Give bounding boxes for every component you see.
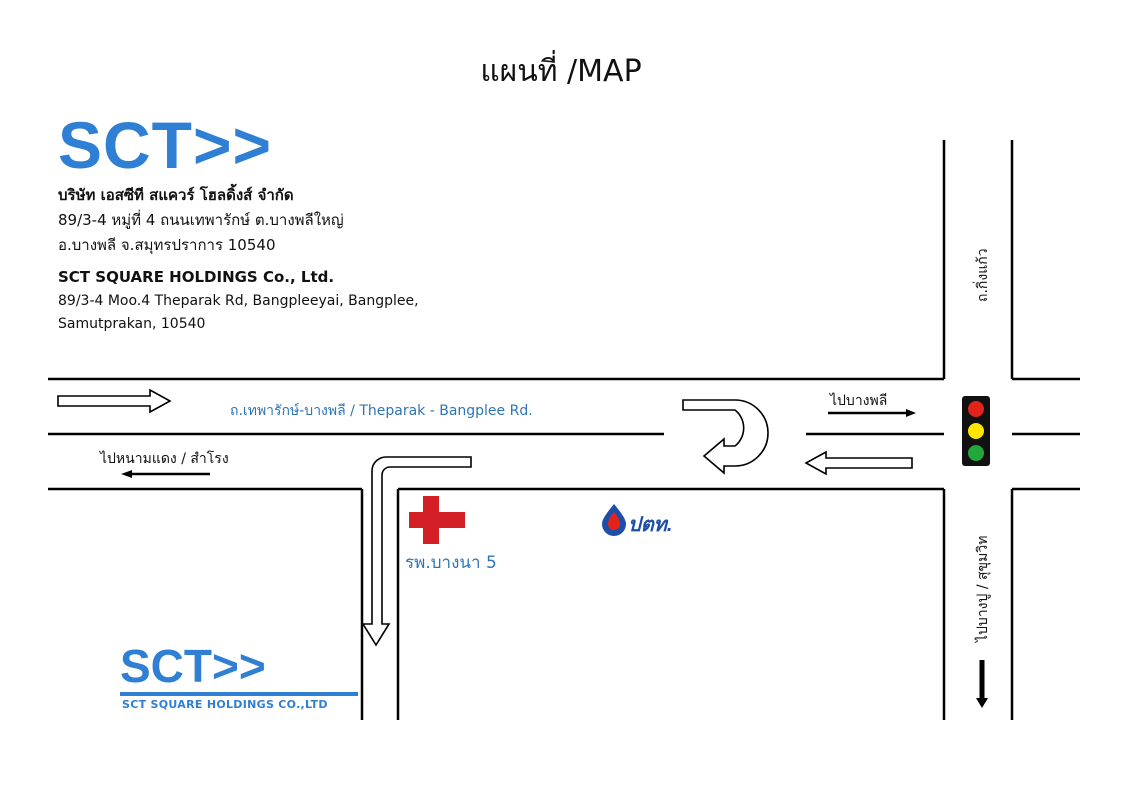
outline-arrow-left [804, 450, 913, 476]
south-road-label: ไปบางปู / สุขุมวิท [975, 535, 991, 642]
page-title: แผนที่ /MAP [480, 54, 642, 89]
company-name-th: บริษัท เอสซีที สแควร์ โฮลดิ้งส์ จำกัด [58, 186, 294, 204]
site-logo-underline [120, 692, 358, 696]
company-address-th-line2: อ.บางพลี จ.สมุทรปราการ 10540 [58, 236, 276, 254]
arrow-to-nongmandaeng-icon [121, 470, 210, 478]
company-name-en: SCT SQUARE HOLDINGS Co., Ltd. [58, 268, 335, 286]
u-turn-arrow [682, 399, 769, 475]
hospital-label: รพ.บางนา 5 [405, 553, 497, 573]
north-road-label: ถ.กิ่งแก้ว [975, 248, 991, 302]
ptt-drop-icon [602, 504, 626, 536]
gas-station-logo-text: ปตท. [628, 514, 673, 536]
company-address-th-line1: 89/3-4 หมู่ที่ 4 ถนนเทพารักษ์ ต.บางพลีให… [58, 211, 344, 229]
site-logo: SCT>> [120, 640, 266, 692]
arrow-to-bangpu-icon [976, 660, 988, 708]
traffic-light-green [968, 445, 984, 461]
company-address-en-line2: Samutprakan, 10540 [58, 316, 206, 332]
arrow-to-bangplee-icon [828, 409, 916, 417]
company-address-en-line1: 89/3-4 Moo.4 Theparak Rd, Bangpleeyai, B… [58, 293, 419, 309]
site-logo-subtitle: SCT SQUARE HOLDINGS CO.,LTD [122, 698, 328, 711]
to-nongmandaeng-label: ไปหนามแดง / สำโรง [100, 451, 229, 467]
to-bangplee-label: ไปบางพลี [830, 393, 888, 409]
traffic-light-yellow [968, 423, 984, 439]
company-logo: SCT>> [58, 108, 273, 182]
turn-into-soi-arrow [361, 456, 472, 647]
traffic-light-red [968, 401, 984, 417]
traffic-light-icon [962, 396, 990, 466]
red-cross-icon [409, 496, 465, 544]
main-road-label: ถ.เทพารักษ์-บางพลี / Theparak - Bangplee… [230, 403, 533, 419]
outline-arrow-right [57, 388, 172, 414]
